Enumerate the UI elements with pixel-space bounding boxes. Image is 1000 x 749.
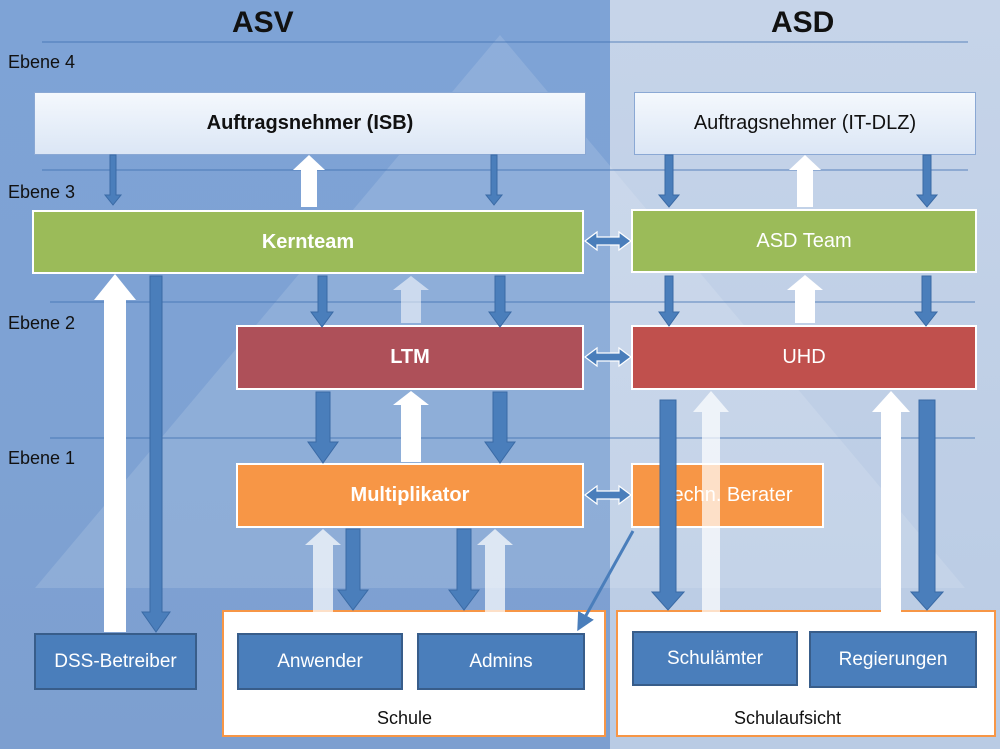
up-arrow-anwender-multi: [305, 529, 341, 612]
dss-betreiber-label: DSS-Betreiber: [54, 650, 177, 672]
up-arrow-dss-kernteam: [94, 274, 136, 632]
schulaufsicht-label: Schulaufsicht: [734, 708, 842, 728]
diagonal-arrow-berater-admins: [577, 530, 635, 632]
down-arrow-asdteam-uhd-2: [913, 275, 939, 327]
down-arrow-ltm-multi-1: [307, 391, 339, 464]
double-arrow-ltm-uhd: [584, 346, 632, 368]
level-label-2: Ebene 2: [8, 313, 76, 333]
anwender-box: Anwender: [237, 633, 403, 690]
down-arrow-isb-kernteam-1: [103, 154, 123, 206]
regierungen-label: Regierungen: [838, 648, 948, 670]
down-arrow-multi-admins: [448, 528, 480, 611]
up-arrow-asdteam-itdlz: [789, 155, 821, 207]
down-arrow-itdlz-asdteam-2: [915, 154, 939, 208]
schulaemter-label: Schulämter: [666, 647, 764, 669]
auftragsnehmer-isb-box: Auftragsnehmer (ISB): [34, 92, 586, 155]
up-arrow-schulaemter-uhd: [693, 391, 729, 612]
admins-label: Admins: [469, 650, 533, 672]
regierungen-box: Regierungen: [809, 631, 977, 688]
up-arrow-admins-multi: [477, 529, 513, 612]
up-arrow-regierungen-uhd: [872, 391, 910, 612]
asv-title: ASV: [232, 6, 294, 39]
down-arrow-ltm-multi-2: [484, 391, 516, 464]
anwender-label: Anwender: [277, 650, 363, 672]
down-arrow-kernteam-dss: [141, 275, 171, 633]
level-label-1: Ebene 1: [8, 448, 76, 468]
up-arrow-multi-ltm: [393, 391, 429, 462]
dss-betreiber-box: DSS-Betreiber: [34, 633, 197, 690]
uhd-box: UHD: [631, 325, 977, 390]
kernteam-label: Kernteam: [261, 230, 355, 253]
down-arrow-multi-anwender: [337, 528, 369, 611]
auftragsnehmer-itdlz-label: Auftragsnehmer (IT-DLZ): [693, 112, 917, 134]
schule-label: Schule: [377, 708, 433, 728]
uhd-label: UHD: [782, 346, 826, 368]
down-arrow-uhd-regierungen: [909, 399, 945, 611]
multiplikator-box: Multiplikator: [236, 463, 584, 528]
schulaemter-box: Schulämter: [632, 631, 798, 686]
kernteam-box: Kernteam: [32, 210, 584, 274]
ltm-label: LTM: [390, 346, 430, 368]
asd-title: ASD: [771, 6, 835, 39]
techn-berater-label: Techn. Berater: [662, 484, 793, 506]
down-arrow-itdlz-asdteam-1: [657, 154, 681, 208]
up-arrow-uhd-asdteam: [787, 275, 823, 323]
ltm-box: LTM: [236, 325, 584, 390]
up-arrow-ltm-kernteam: [393, 276, 429, 323]
multiplikator-label: Multiplikator: [350, 484, 470, 506]
double-arrow-kernteam-asdteam: [584, 230, 632, 252]
down-arrow-isb-kernteam-2: [484, 154, 504, 206]
level-label-4: Ebene 4: [8, 52, 76, 72]
admins-box: Admins: [417, 633, 585, 690]
down-arrow-kernteam-ltm-2: [488, 275, 512, 328]
asd-team-label: ASD Team: [756, 229, 852, 252]
down-arrow-kernteam-ltm-1: [310, 275, 334, 328]
down-arrow-uhd-schulaemter: [650, 399, 686, 611]
auftragsnehmer-isb-label: Auftragsnehmer (ISB): [206, 112, 414, 134]
auftragsnehmer-itdlz-box: Auftragsnehmer (IT-DLZ): [634, 92, 976, 155]
asd-team-box: ASD Team: [631, 209, 977, 273]
down-arrow-asdteam-uhd-1: [658, 275, 680, 327]
double-arrow-multi-berater: [584, 484, 632, 506]
level-label-3: Ebene 3: [8, 182, 76, 202]
up-arrow-kernteam-isb: [293, 155, 325, 207]
